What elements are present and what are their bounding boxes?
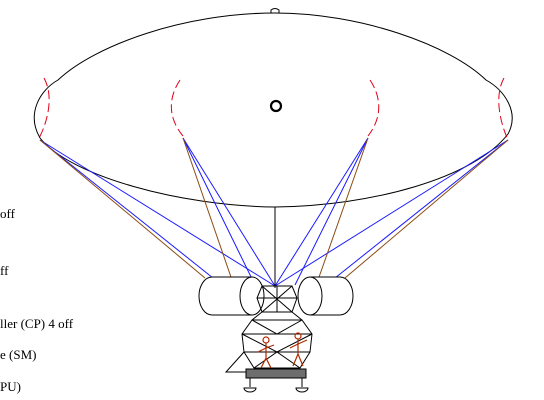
blue-line: [294, 137, 369, 286]
blue-line: [274, 137, 369, 287]
foot-right: [295, 387, 309, 393]
brown-line: [344, 139, 509, 279]
brown-line: [182, 137, 233, 281]
foot-left: [243, 387, 257, 393]
brown-line: [317, 137, 369, 281]
blue-line: [182, 137, 276, 287]
catenary-curtains: [37, 77, 509, 141]
envelope-top-fitting: [270, 8, 280, 13]
component-labels: off ff ller (CP) 4 off e (SM) PU): [0, 206, 74, 394]
curtain-far-left: [37, 77, 50, 141]
propeller-left: [198, 276, 265, 316]
label-item-3: ller (CP) 4 off: [0, 316, 74, 331]
blue-line: [274, 139, 509, 287]
label-item-4: e (SM): [0, 347, 36, 362]
blue-line: [182, 137, 256, 286]
curtain-inner-right: [367, 79, 380, 137]
envelope-valve-ring: [269, 99, 283, 113]
suspension-lines-blue: [39, 137, 509, 287]
curtain-inner-left: [170, 79, 184, 137]
blue-line: [39, 139, 219, 283]
propeller-face: [239, 276, 265, 316]
truss-lower: [241, 311, 313, 369]
curtain-far-right: [498, 77, 509, 141]
gondola-platform: [245, 368, 307, 379]
brown-line: [39, 139, 206, 279]
blue-line: [329, 139, 509, 283]
gondola-frame: [224, 285, 313, 373]
label-item-5: PU): [0, 379, 21, 394]
propeller-duct: [198, 276, 253, 316]
outrigger-arm: [224, 351, 252, 373]
landing-feet: [243, 378, 309, 393]
propeller-right: [297, 276, 354, 316]
blue-line: [39, 139, 276, 287]
crew-member-right: [289, 332, 308, 367]
suspension-lines-brown: [39, 137, 509, 281]
crew-figures: [257, 332, 308, 369]
propeller-face: [297, 276, 323, 316]
label-item-1: off: [0, 206, 16, 221]
label-item-2: ff: [0, 263, 9, 278]
envelope: [33, 8, 513, 208]
crew-member-left: [257, 336, 275, 369]
